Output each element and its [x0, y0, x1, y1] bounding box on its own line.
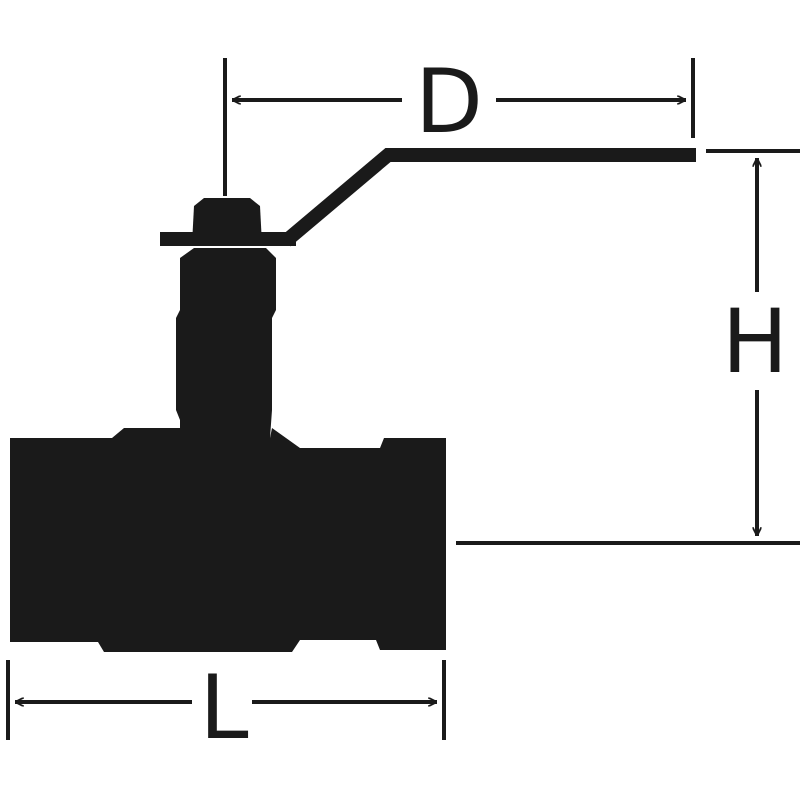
dimension-l — [6, 660, 446, 740]
valve-handle-lever — [281, 148, 696, 247]
dimension-d-label: D — [415, 50, 483, 153]
valve-main-body — [10, 428, 446, 652]
dimension-l-label: L — [199, 656, 248, 759]
valve-handle-mount — [160, 232, 296, 246]
dimension-h-label: H — [722, 290, 788, 393]
dimension-d — [223, 58, 695, 196]
dimension-h — [456, 149, 800, 545]
valve-body — [10, 198, 446, 652]
valve-stem — [176, 248, 276, 438]
